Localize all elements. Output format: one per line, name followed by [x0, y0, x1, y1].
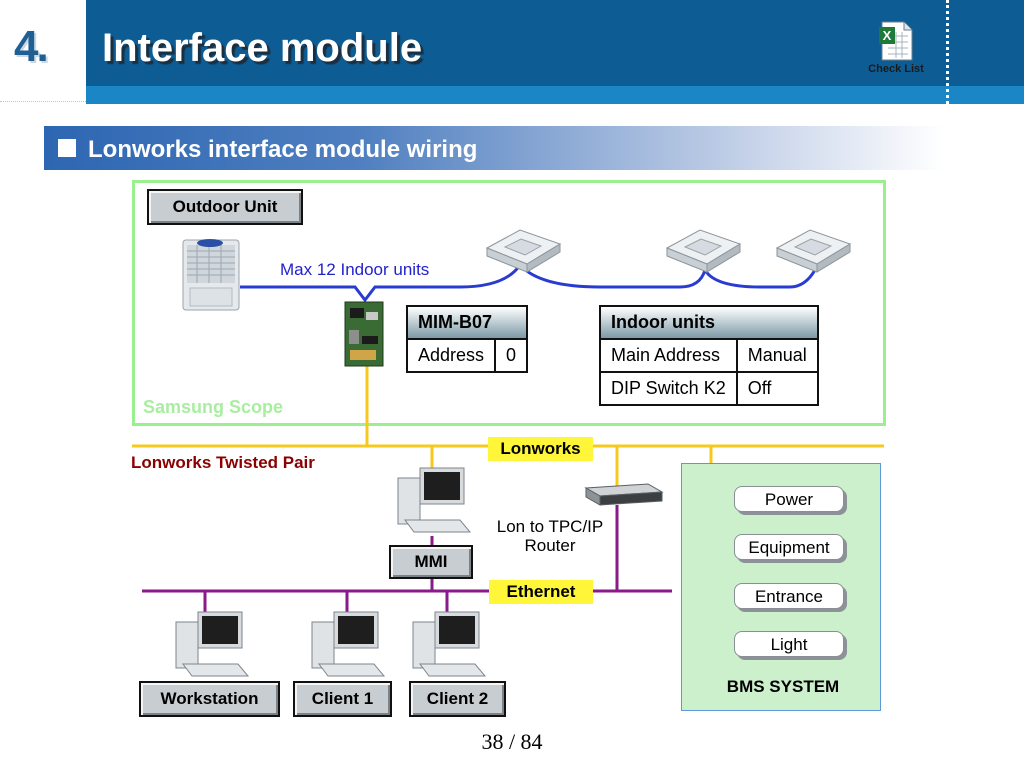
header-left-panel — [0, 0, 86, 104]
bms-item-equipment: Equipment — [734, 534, 844, 560]
indoor-unit-icon — [485, 229, 562, 273]
client1-label: Client 1 — [293, 681, 392, 717]
svg-text:X: X — [883, 28, 892, 43]
bullet-square-icon — [58, 139, 76, 157]
subheader-bar — [44, 126, 944, 170]
router-label: Lon to TPC/IP Router — [480, 517, 620, 555]
mmi-label: MMI — [389, 545, 473, 579]
mim-table-header: MIM-B07 — [405, 305, 529, 340]
indoor-units-table: Indoor units Main Address Manual DIP Swi… — [599, 305, 819, 406]
bms-item-entrance: Entrance — [734, 583, 844, 609]
samsung-scope-label: Samsung Scope — [143, 397, 284, 417]
samsung-scope-box — [132, 180, 886, 426]
section-number: 4. — [14, 22, 49, 71]
indoor-main-address-value: Manual — [735, 338, 819, 373]
page-title: Interface module — [102, 26, 423, 70]
indoor-dip-switch-value: Off — [735, 371, 819, 406]
outdoor-unit-icon — [182, 239, 240, 311]
bms-item-light: Light — [734, 631, 844, 657]
header-band-lower — [86, 86, 1024, 104]
header-dotted-separator — [946, 0, 949, 104]
mim-b07-board-icon — [344, 301, 384, 367]
workstation-computer-icon — [175, 611, 250, 677]
mim-b07-table: MIM-B07 Address 0 — [405, 305, 529, 373]
check-list-button[interactable]: X — [852, 18, 940, 82]
max-indoor-units-label: Max 12 Indoor units — [280, 260, 430, 279]
client2-label: Client 2 — [409, 681, 506, 717]
bms-system-label: BMS SYSTEM — [726, 677, 840, 696]
workstation-label: Workstation — [139, 681, 280, 717]
check-list-label[interactable]: Check List — [868, 63, 924, 75]
subheader-title: Lonworks interface module wiring — [88, 136, 478, 163]
mim-address-key: Address — [405, 338, 497, 373]
router-label-line1: Lon to TPC/IP — [496, 517, 604, 536]
client2-computer-icon — [412, 611, 487, 677]
mmi-computer-icon — [397, 467, 472, 533]
indoor-main-address-key: Main Address — [599, 338, 738, 373]
mim-address-value: 0 — [494, 338, 529, 373]
lonworks-tag: Lonworks — [488, 437, 593, 461]
indoor-table-header: Indoor units — [599, 305, 819, 340]
header-band — [86, 0, 1024, 86]
client1-computer-icon — [311, 611, 386, 677]
refrigerant-line — [240, 262, 817, 303]
outdoor-unit-label: Outdoor Unit — [147, 189, 303, 225]
indoor-unit-icon — [775, 229, 852, 273]
lonworks-twisted-pair-label: Lonworks Twisted Pair — [131, 453, 315, 472]
header-divider — [0, 101, 86, 102]
router-label-line2: Router — [524, 536, 576, 555]
bms-item-power: Power — [734, 486, 844, 512]
indoor-dip-switch-key: DIP Switch K2 — [599, 371, 738, 406]
ethernet-tag: Ethernet — [489, 580, 593, 604]
page-indicator: 38 / 84 — [481, 729, 543, 754]
router-device-icon — [584, 483, 664, 506]
excel-file-icon: X — [879, 21, 913, 61]
indoor-unit-icon — [665, 229, 742, 273]
